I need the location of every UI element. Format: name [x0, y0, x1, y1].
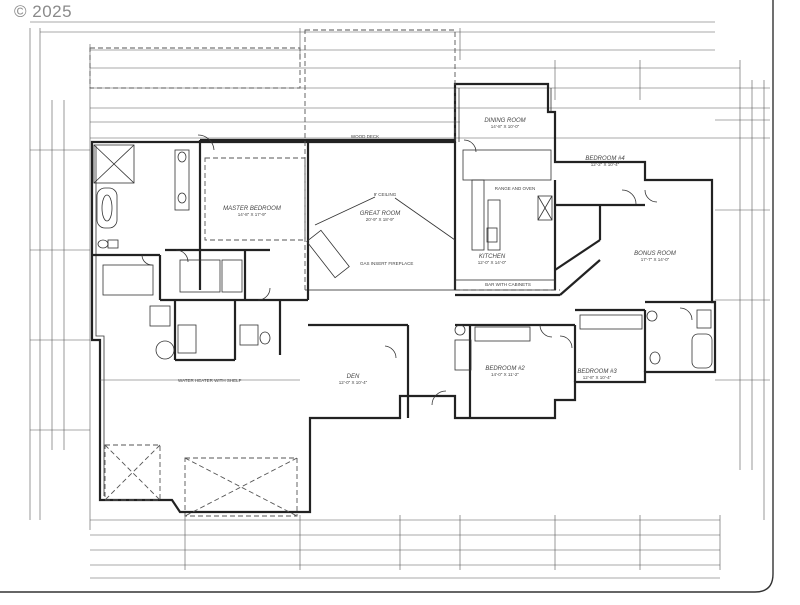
- room-size-bed3: 12'-8" X 10'-4": [583, 375, 612, 380]
- room-size-bonus: 17'-7" X 14'-0": [641, 257, 670, 262]
- room-name-bed2: BEDROOM #2: [485, 366, 525, 372]
- plan-notes: GAS INSERT FIREPLACE 9' CEILING WATER HE…: [178, 134, 535, 383]
- room-size-bed4: 12'-2" X 10'-4": [591, 162, 620, 167]
- room-size-bed2: 14'-0" X 11'-2": [491, 372, 519, 377]
- note-ceiling: 9' CEILING: [374, 192, 397, 197]
- fixtures: [93, 144, 713, 371]
- room-size-kitchen: 12'-0" X 14'-0": [478, 260, 507, 265]
- ceiling-arrows: [314, 196, 456, 241]
- copyright-watermark: © 2025: [14, 2, 73, 21]
- room-name-kitchen: KITCHEN: [479, 254, 506, 260]
- exterior-walls: [90, 82, 717, 514]
- room-labels: MASTER BEDROOM 14'-8" X 17'-9" GREAT ROO…: [223, 118, 676, 385]
- room-name-bonus: BONUS ROOM: [634, 251, 676, 257]
- room-name-den: DEN: [347, 374, 360, 380]
- left-dimensions: [29, 28, 90, 520]
- note-wood-deck: WOOD DECK: [351, 134, 379, 139]
- room-name-dining: DINING ROOM: [484, 118, 525, 124]
- note-bar: BAR WITH CABINETS: [485, 282, 531, 287]
- room-name-bed4: BEDROOM #4: [585, 156, 625, 162]
- top-dimensions: [30, 21, 770, 530]
- room-name-bed3: BEDROOM #3: [577, 369, 617, 375]
- dashed-outlines: [89, 29, 560, 291]
- right-dimensions: [715, 60, 770, 520]
- sheet-border: [0, 0, 774, 593]
- bottom-dimensions: [90, 515, 721, 579]
- note-water-heater: WATER HEATER WITH SHELF: [178, 378, 242, 383]
- room-size-dining: 14'-8" X 10'-0": [491, 124, 520, 129]
- room-name-great: GREAT ROOM: [360, 211, 401, 217]
- room-size-great: 20'-9" X 18'-9": [366, 217, 395, 222]
- door-swings: [141, 134, 693, 406]
- interior-walls: [92, 138, 715, 418]
- note-stove: RANGE AND OVEN: [495, 186, 536, 191]
- note-fireplace: GAS INSERT FIREPLACE: [360, 261, 413, 266]
- garage: [100, 379, 300, 517]
- room-size-master: 14'-8" X 17'-9": [238, 212, 267, 217]
- room-name-master: MASTER BEDROOM: [223, 206, 281, 212]
- room-size-den: 12'-0" X 10'-4": [339, 380, 368, 385]
